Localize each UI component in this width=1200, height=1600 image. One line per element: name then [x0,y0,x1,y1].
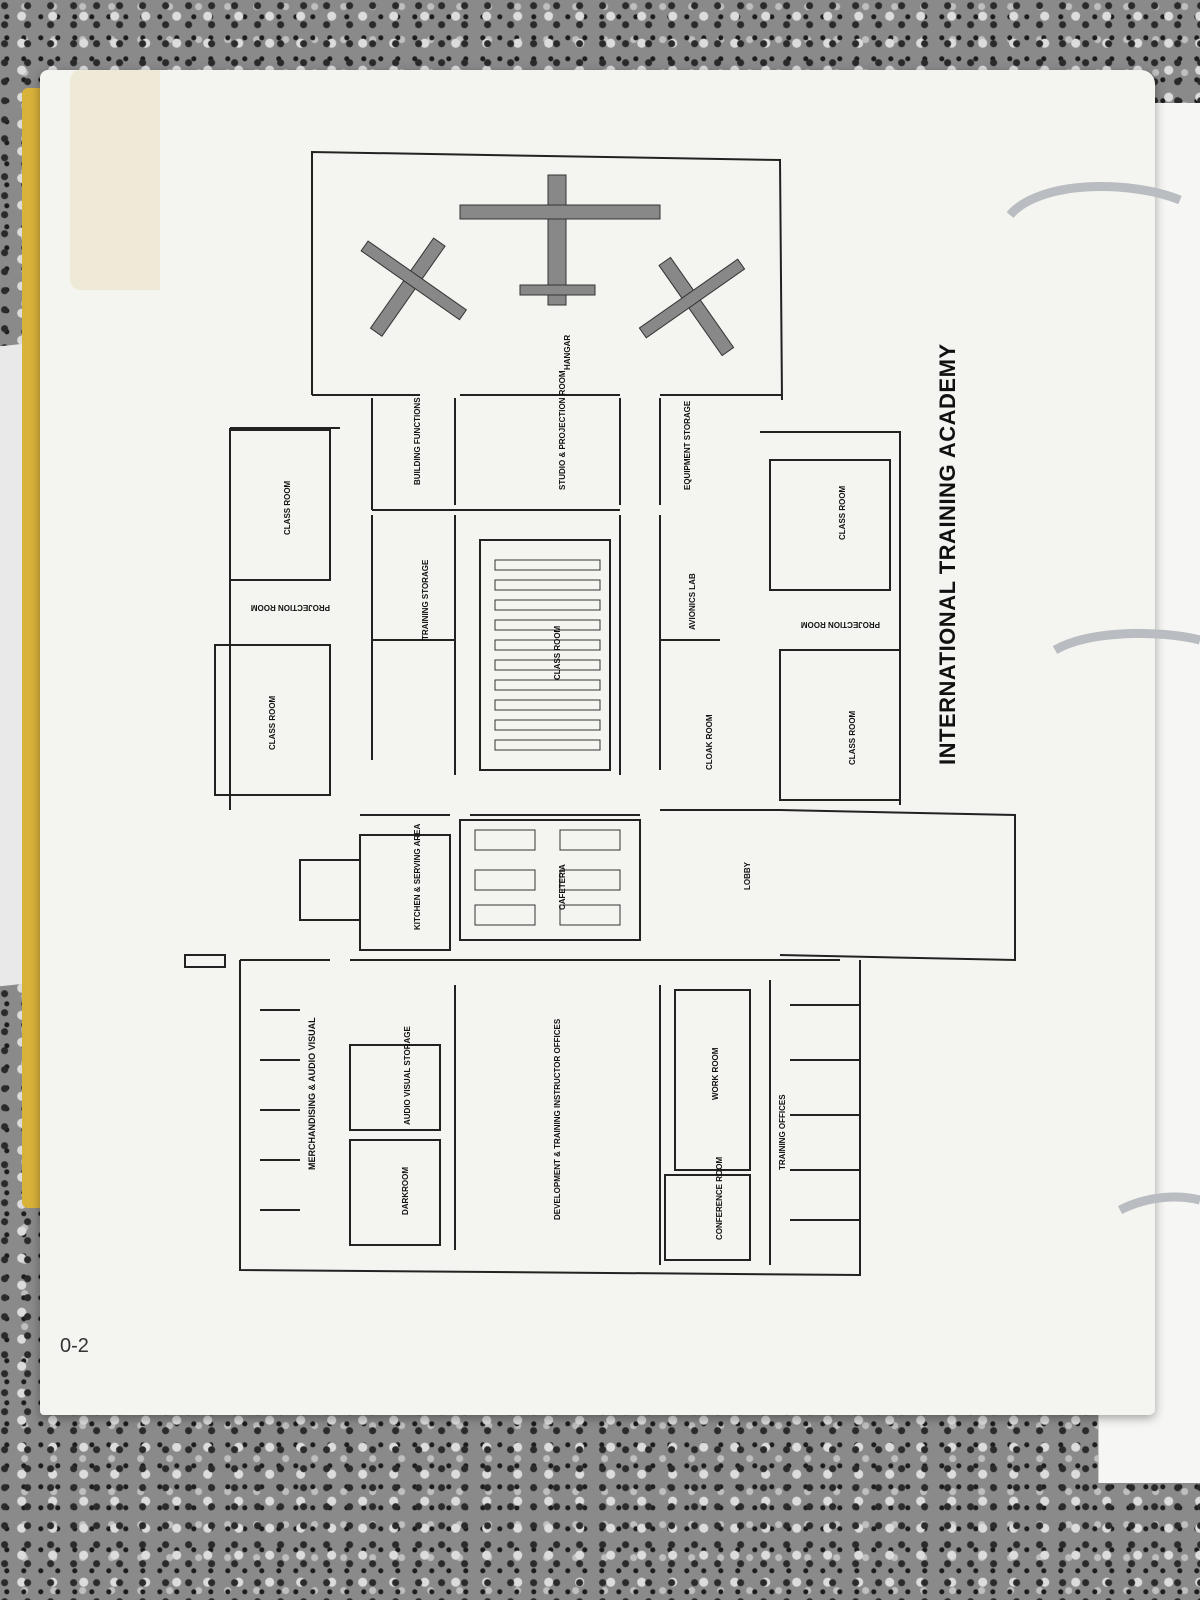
label-projection-room-right: PROJECTION ROOM [801,620,880,629]
classroom-lower-left [214,644,331,796]
classroom-lower-right [779,649,901,801]
cafeteria-inner-box [299,859,361,921]
label-kitchen: KITCHEN & SERVING AREA [413,824,422,930]
label-lobby: LOBBY [743,861,752,890]
aircraft-left-icon [360,237,468,337]
label-cloak-room: CLOAK ROOM [705,714,714,770]
darkroom [349,1139,441,1246]
label-class-room-lr: CLASS ROOM [848,710,857,765]
document-page [40,70,1155,1415]
label-merchandising: MERCHANDISING & AUDIO VISUAL [307,1017,317,1170]
label-avionics-lab: AVIONICS LAB [688,573,697,630]
av-storage [349,1044,441,1131]
label-dev-offices: DEVELOPMENT & TRAINING INSTRUCTOR OFFICE… [553,1018,562,1220]
label-darkroom: DARKROOM [401,1167,410,1215]
lower-building-walls [239,959,861,1277]
label-class-room-ul: CLASS ROOM [283,480,292,535]
label-class-room-ll: CLASS ROOM [268,695,277,750]
binder-ring-top [1006,181,1182,219]
label-class-room-center: CLASS ROOM [553,625,562,680]
label-class-room-ur: CLASS ROOM [838,485,847,540]
label-training-offices: TRAINING OFFICES [778,1094,787,1170]
label-cafeteria: CAFETERIA [558,864,567,910]
label-conference-room: CONFERENCE ROOM [715,1157,724,1240]
binder-ring-bottom [1117,1192,1200,1215]
label-equipment-storage: EQUIPMENT STORAGE [683,400,692,490]
label-av-storage: AUDIO VISUAL STORAGE [403,1026,412,1125]
aircraft-center-icon [459,174,661,306]
label-projection-room-left: PROJECTION ROOM [251,603,330,612]
label-building-functions: BUILDING FUNCTIONS [413,397,422,485]
label-training-storage: TRAINING STORAGE [421,559,430,640]
work-room [674,989,751,1171]
aircraft-right-icon [638,256,746,357]
center-classroom [479,539,611,771]
classroom-upper-left [229,429,331,581]
label-studio-projection: STUDIO & PROJECTION ROOM [558,370,567,490]
label-hangar: HANGAR [563,335,572,370]
cafeteria-area [459,819,641,941]
page-number: 0-2 [60,1335,89,1357]
hangar-walls [311,150,783,401]
page-tab [70,70,160,290]
conference-room [664,1174,751,1261]
label-work-room: WORK ROOM [711,1047,720,1100]
binder-ring-middle [1052,628,1200,654]
classroom-upper-right [769,459,891,591]
